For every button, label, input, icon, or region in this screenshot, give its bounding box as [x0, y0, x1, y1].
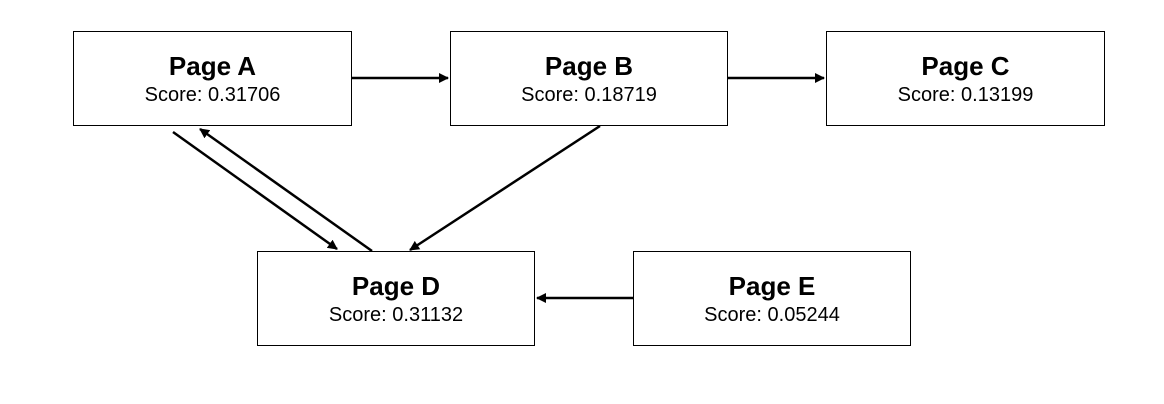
- node-page-e: Page E Score: 0.05244: [633, 251, 911, 346]
- node-page-b: Page B Score: 0.18719: [450, 31, 728, 126]
- node-page-a: Page A Score: 0.31706: [73, 31, 352, 126]
- node-page-d: Page D Score: 0.31132: [257, 251, 535, 346]
- node-title: Page D: [351, 270, 441, 301]
- node-score: Score: 0.18719: [521, 83, 657, 106]
- node-title: Page C: [921, 50, 1010, 81]
- node-title: Page E: [728, 270, 816, 301]
- node-score: Score: 0.13199: [897, 83, 1034, 106]
- node-title: Page B: [544, 50, 634, 81]
- node-page-c: Page C Score: 0.13199: [826, 31, 1105, 126]
- edge-d-to-a: [199, 127, 373, 253]
- node-score: Score: 0.31132: [328, 303, 464, 326]
- edge-a-to-d: [172, 130, 338, 251]
- node-title: Page A: [168, 50, 257, 81]
- node-score: Score: 0.05244: [704, 303, 840, 326]
- node-score: Score: 0.31706: [144, 83, 281, 106]
- edge-b-to-d: [409, 124, 601, 252]
